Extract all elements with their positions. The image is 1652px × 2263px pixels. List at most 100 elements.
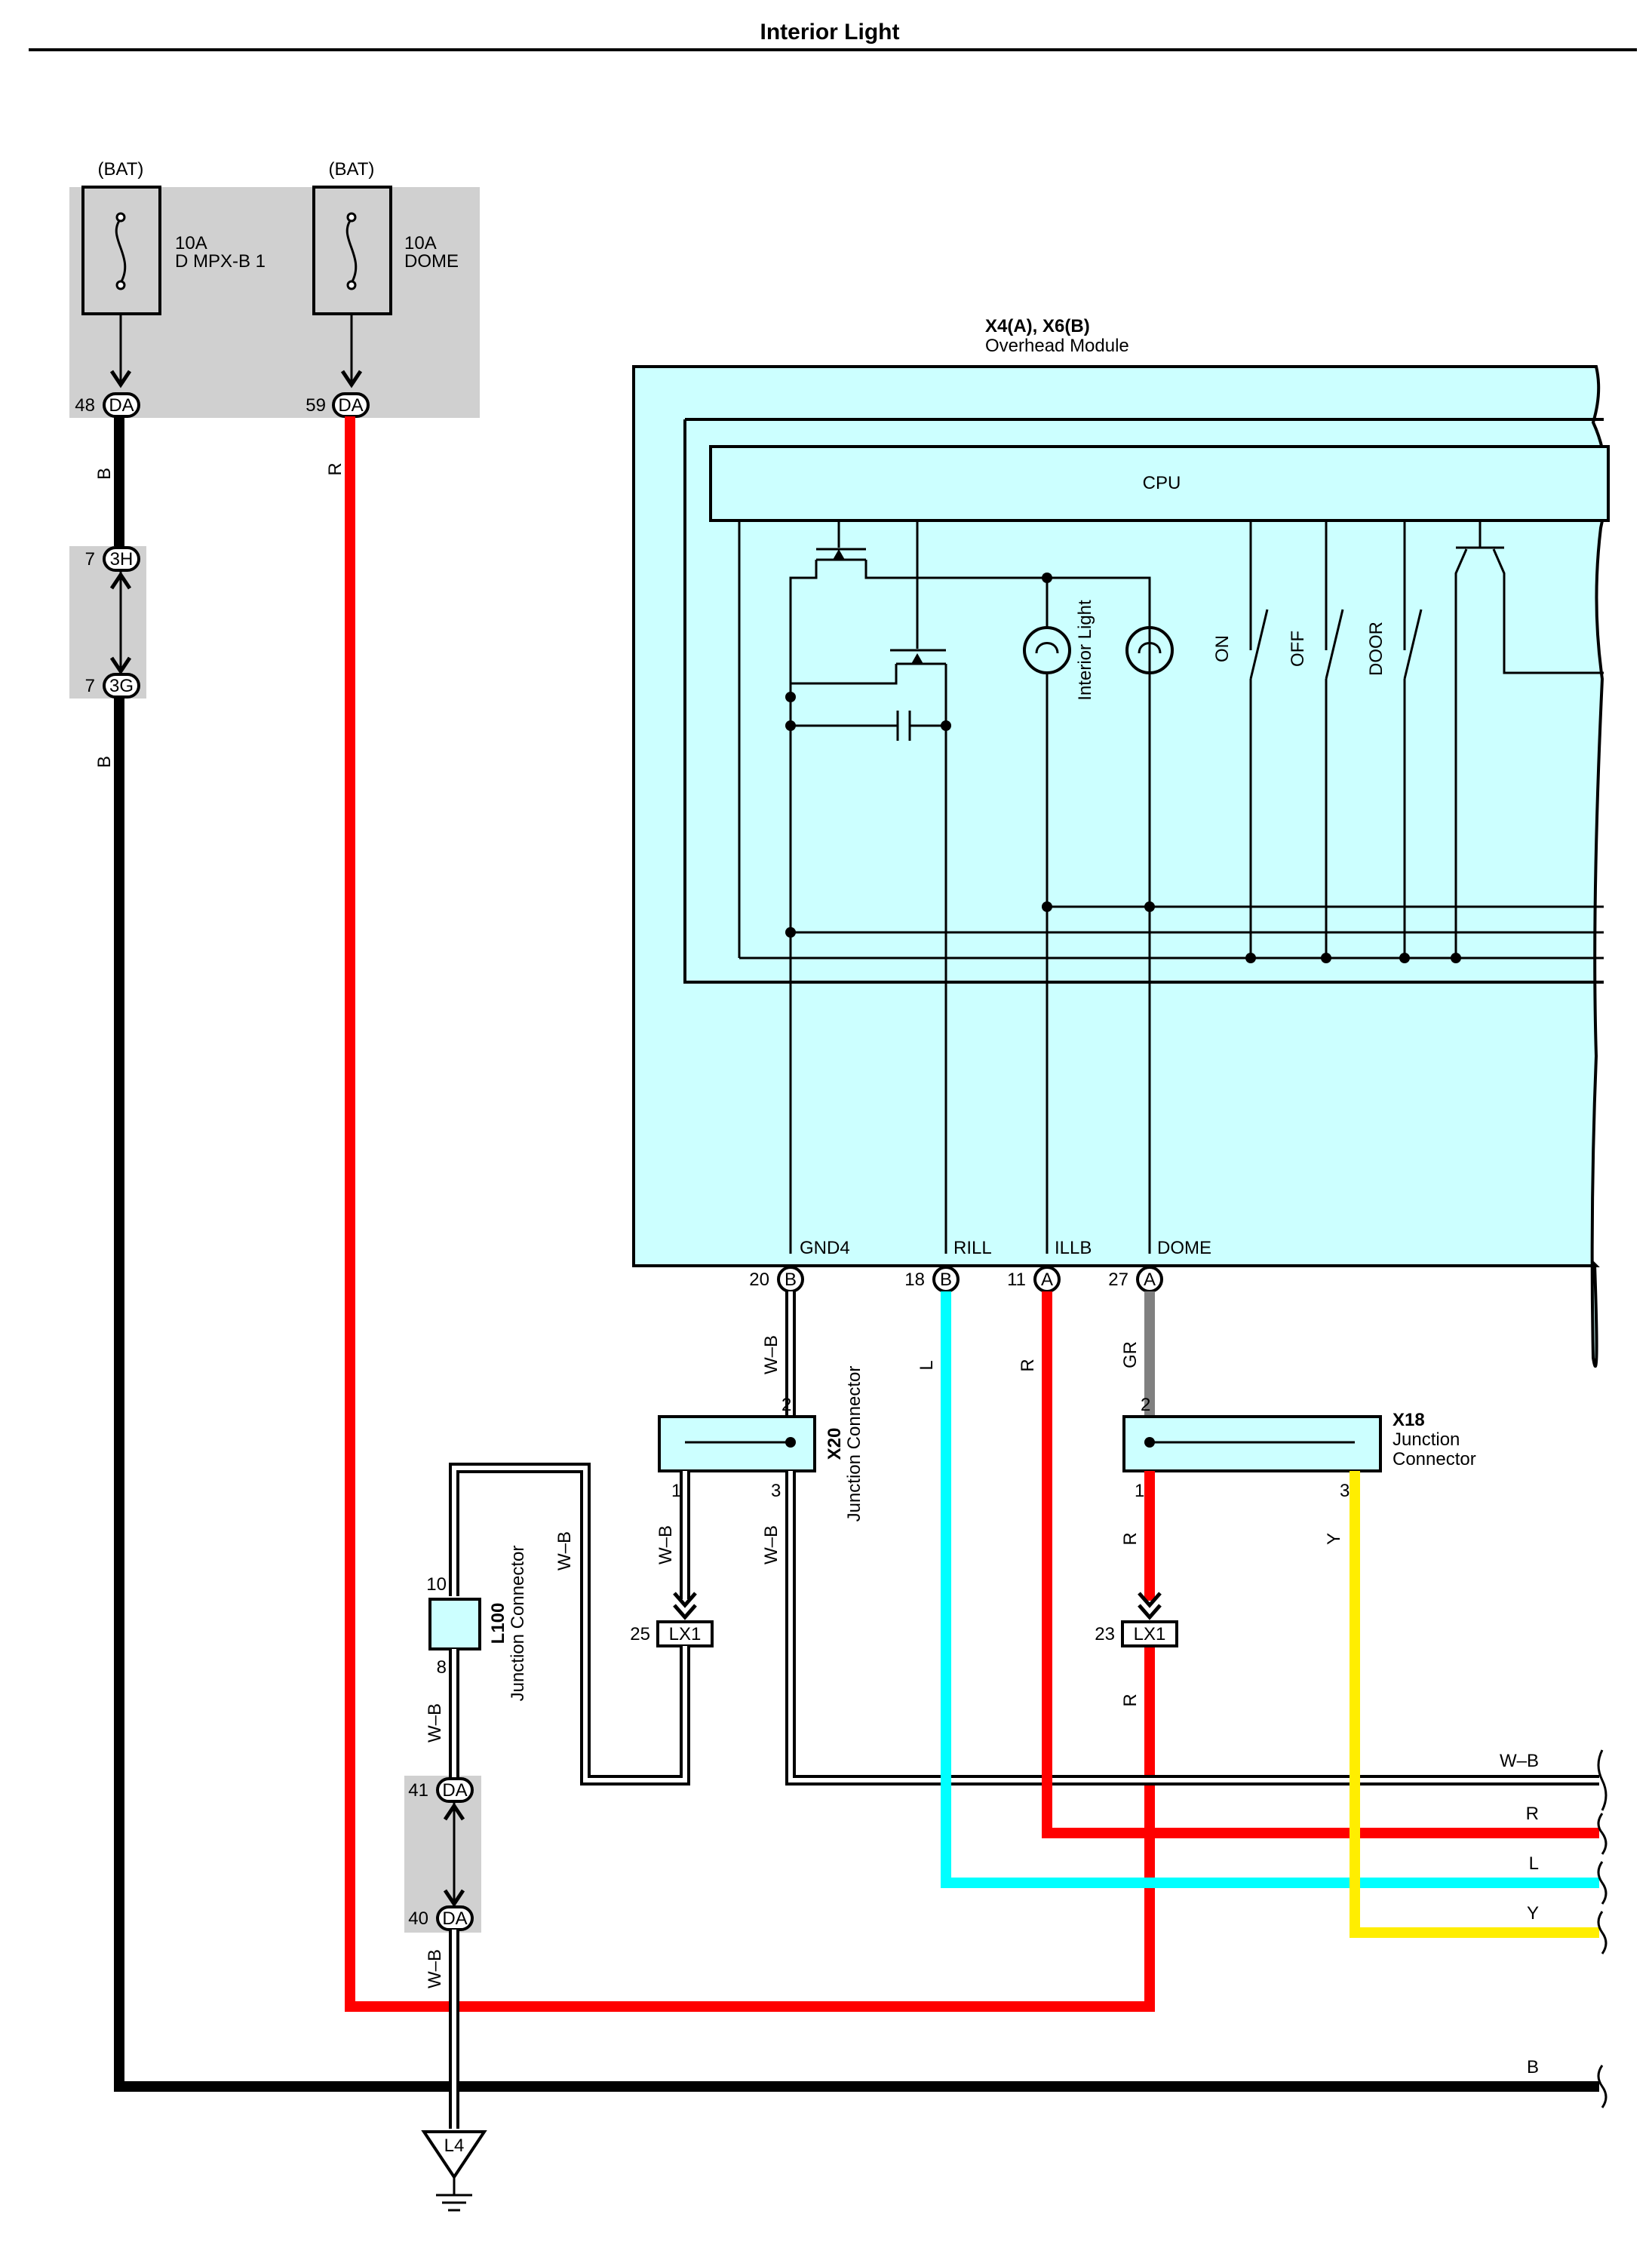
l100-name: Junction Connector bbox=[508, 1546, 528, 1702]
svg-text:DA: DA bbox=[442, 1908, 467, 1929]
fuse1-name: D MPX-B 1 bbox=[175, 251, 266, 272]
svg-text:20: 20 bbox=[749, 1270, 769, 1290]
wire-break-marks bbox=[1597, 1749, 1607, 2108]
module-internal-wiring bbox=[738, 520, 1604, 1254]
cpu-label: CPU bbox=[1143, 473, 1181, 493]
lx1-right-connector bbox=[1121, 1620, 1178, 1647]
svg-text:7: 7 bbox=[85, 549, 95, 570]
svg-text:W–B: W–B bbox=[425, 1703, 445, 1743]
cpu-block bbox=[709, 445, 1610, 522]
switch-door-label: DOOR bbox=[1366, 622, 1386, 676]
fuse1-icon bbox=[115, 218, 127, 284]
connector-3h-shade bbox=[69, 546, 146, 699]
x18-name-1: Junction bbox=[1393, 1429, 1460, 1450]
svg-text:18: 18 bbox=[904, 1270, 925, 1290]
svg-text:W–B: W–B bbox=[656, 1525, 676, 1564]
x18-junction-connector bbox=[1122, 1415, 1382, 1472]
terminal-gnd4: GND4 bbox=[800, 1238, 850, 1258]
svg-text:2: 2 bbox=[1141, 1395, 1150, 1415]
fuse2-source: (BAT) bbox=[329, 159, 375, 180]
wire-r-illb bbox=[1042, 1291, 1599, 1838]
svg-text:1: 1 bbox=[1135, 1481, 1144, 1501]
right-label-b: B bbox=[1527, 2057, 1539, 2077]
svg-text:R: R bbox=[1120, 1693, 1141, 1706]
svg-text:L: L bbox=[917, 1360, 937, 1370]
svg-text:R: R bbox=[1120, 1532, 1141, 1545]
right-label-y: Y bbox=[1527, 1903, 1539, 1924]
svg-text:R: R bbox=[1018, 1359, 1038, 1371]
module-name: Overhead Module bbox=[985, 336, 1129, 356]
wire-wb-loop bbox=[452, 1466, 687, 1782]
svg-text:23: 23 bbox=[1095, 1624, 1115, 1644]
lx1-left-connector bbox=[656, 1620, 714, 1647]
svg-text:11: 11 bbox=[1007, 1270, 1026, 1290]
svg-text:3: 3 bbox=[1340, 1481, 1350, 1501]
svg-text:B: B bbox=[94, 468, 115, 480]
svg-text:B: B bbox=[940, 1270, 952, 1290]
svg-text:L4: L4 bbox=[444, 2136, 465, 2156]
interior-light-lamp2 bbox=[1125, 626, 1174, 674]
svg-text:41: 41 bbox=[408, 1780, 428, 1801]
svg-text:10: 10 bbox=[426, 1574, 447, 1595]
l100-id: L100 bbox=[488, 1603, 508, 1644]
svg-text:W–B: W–B bbox=[761, 1525, 781, 1564]
svg-text:LX1: LX1 bbox=[1134, 1624, 1166, 1644]
x20-name: Junction Connector bbox=[844, 1366, 864, 1522]
svg-text:DA: DA bbox=[338, 395, 363, 416]
module-junction-dots bbox=[785, 573, 1461, 963]
wire-wb-right bbox=[788, 1471, 1599, 1782]
svg-text:W–B: W–B bbox=[554, 1531, 575, 1571]
svg-text:DA: DA bbox=[109, 395, 134, 416]
x20-id: X20 bbox=[824, 1428, 845, 1460]
svg-text:LX1: LX1 bbox=[669, 1624, 702, 1644]
fuse1-rating: 10A bbox=[175, 233, 207, 253]
interior-light-lamp1 bbox=[1023, 626, 1071, 674]
fuse1-pin: 48 bbox=[75, 395, 95, 416]
svg-text:B: B bbox=[785, 1270, 797, 1290]
svg-text:GR: GR bbox=[1120, 1341, 1141, 1368]
fuse2-name: DOME bbox=[404, 251, 459, 272]
svg-text:8: 8 bbox=[437, 1657, 447, 1678]
fuse-box-shade bbox=[69, 187, 480, 418]
diagram-title: Interior Light bbox=[760, 20, 900, 45]
ground-icon bbox=[436, 2177, 472, 2212]
right-label-r: R bbox=[1526, 1804, 1539, 1824]
wire-y-x18 bbox=[1350, 1471, 1599, 1938]
da-pair-shade bbox=[404, 1776, 481, 1933]
terminal-illb: ILLB bbox=[1055, 1238, 1092, 1258]
svg-text:W–B: W–B bbox=[425, 1949, 445, 1988]
lamp-label: Interior Light bbox=[1075, 600, 1095, 701]
svg-text:2: 2 bbox=[781, 1395, 791, 1415]
right-label-wb: W–B bbox=[1500, 1751, 1539, 1771]
module-terminal-pins: B 20 B 18 A 11 A 27 bbox=[749, 1266, 1163, 1293]
svg-text:A: A bbox=[1144, 1270, 1156, 1290]
ground-l4 bbox=[421, 2130, 487, 2180]
wire-r-dome bbox=[345, 416, 1155, 2012]
right-label-l: L bbox=[1529, 1853, 1539, 1874]
svg-text:R: R bbox=[325, 462, 345, 475]
svg-text:3H: 3H bbox=[110, 549, 134, 570]
terminal-rill: RILL bbox=[953, 1238, 992, 1258]
fuse2-icon bbox=[345, 218, 358, 284]
svg-text:B: B bbox=[94, 756, 115, 768]
wire-b-main bbox=[114, 697, 1599, 2092]
wire-l-rill bbox=[941, 1291, 1599, 1888]
module-id: X4(A), X6(B) bbox=[985, 316, 1090, 336]
svg-text:W–B: W–B bbox=[761, 1335, 781, 1374]
l100-junction-connector bbox=[428, 1598, 481, 1650]
switch-on-label: ON bbox=[1212, 635, 1233, 662]
switch-off-label: OFF bbox=[1288, 631, 1308, 667]
svg-text:A: A bbox=[1041, 1270, 1053, 1290]
x18-id: X18 bbox=[1393, 1410, 1425, 1430]
svg-text:3: 3 bbox=[771, 1481, 781, 1501]
svg-text:1: 1 bbox=[671, 1481, 681, 1501]
x18-name-2: Connector bbox=[1393, 1449, 1476, 1469]
svg-text:25: 25 bbox=[630, 1624, 650, 1644]
terminal-dome: DOME bbox=[1157, 1238, 1211, 1258]
fuse1-source: (BAT) bbox=[98, 159, 144, 180]
svg-text:DA: DA bbox=[442, 1780, 467, 1801]
svg-text:7: 7 bbox=[85, 676, 95, 696]
fuse2-pin: 59 bbox=[306, 395, 326, 416]
